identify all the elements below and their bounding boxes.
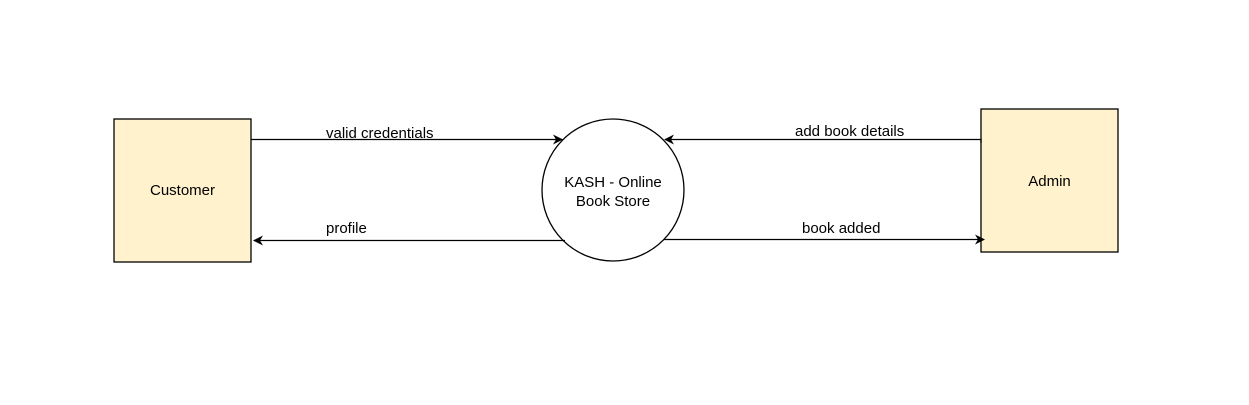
flow-label-profile: profile [326,220,367,237]
process-node[interactable]: KASH - Online Book Store [541,118,685,262]
customer-label: Customer [150,182,215,199]
process-label-line1: KASH - Online [564,174,662,191]
flow-add-book-details[interactable]: add book details [664,123,982,145]
flow-book-added[interactable]: book added [664,220,985,245]
process-label-line2: Book Store [576,193,650,210]
admin-box [980,108,1119,253]
process-circle [541,118,685,262]
customer-entity[interactable]: Customer [113,118,252,263]
flow-valid-credentials[interactable]: valid credentials [251,125,563,145]
flow-label-add-book-details: add book details [795,123,904,140]
flow-label-book-added: book added [802,220,880,237]
admin-entity[interactable]: Admin [980,108,1119,253]
flow-profile[interactable]: profile [253,220,565,246]
flow-label-valid-credentials: valid credentials [326,125,434,142]
flow-arrow-add-book-details [664,134,982,145]
customer-box [113,118,252,263]
admin-label: Admin [1028,173,1071,190]
